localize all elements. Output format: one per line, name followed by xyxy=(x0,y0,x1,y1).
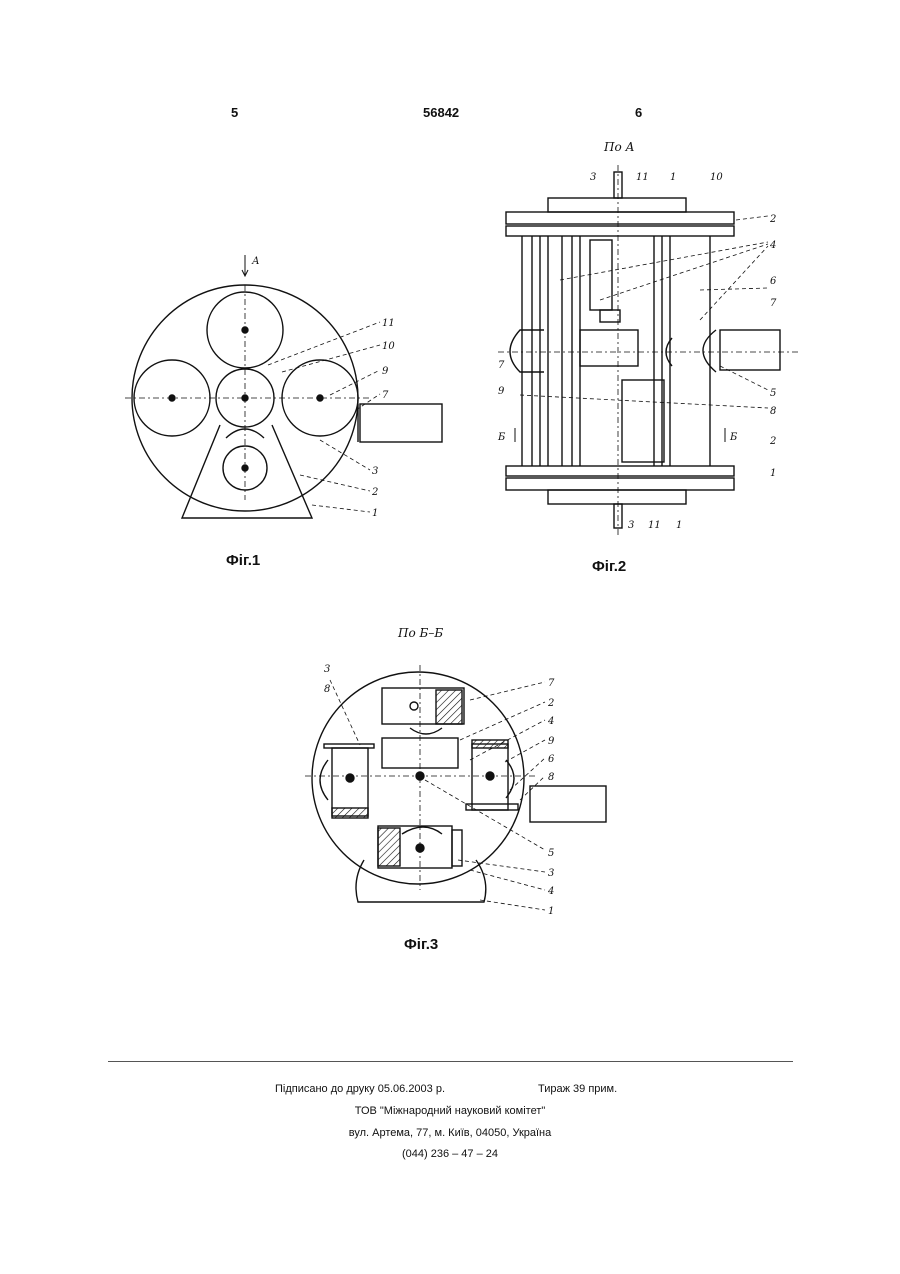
fig2-label: 3 xyxy=(590,172,596,183)
fig2-label: 10 xyxy=(710,172,723,183)
fig2-label: 11 xyxy=(636,172,649,183)
fig3-label: 9 xyxy=(548,736,555,747)
fig2-label: 6 xyxy=(770,276,777,287)
fig2-label: 7 xyxy=(498,360,505,371)
fig3-label: 4 xyxy=(547,886,554,897)
fig2-label: Б xyxy=(729,432,738,443)
fig2-label: 4 xyxy=(769,240,776,251)
fig3-view-label: По Б–Б xyxy=(398,626,443,640)
fig2-label: 7 xyxy=(770,298,777,309)
fig2-caption: Фіг.2 xyxy=(592,558,626,575)
fig2-label: 2 xyxy=(769,214,776,225)
figure-2-drawing xyxy=(498,165,800,535)
fig1-label: 11 xyxy=(382,318,395,329)
fig2-label: 8 xyxy=(770,406,776,417)
fig3-label: 7 xyxy=(548,678,555,689)
figure-1-drawing xyxy=(125,255,442,518)
fig1-label: 7 xyxy=(382,390,389,401)
fig3-label: 5 xyxy=(548,848,554,859)
fig2-view-label: По А xyxy=(604,140,635,154)
imprint-address: вул. Артема, 77, м. Київ, 04050, Україна xyxy=(0,1127,900,1139)
fig3-label: 1 xyxy=(548,906,554,917)
fig1-caption: Фіг.1 xyxy=(226,552,260,569)
fig3-label: 8 xyxy=(324,684,330,695)
imprint-signed: Підписано до друку 05.06.2003 р. xyxy=(275,1083,445,1095)
imprint-phone: (044) 236 – 47 – 24 xyxy=(0,1148,900,1160)
imprint-publisher: ТОВ "Міжнародний науковий комітет" xyxy=(0,1105,900,1117)
fig2-label: 1 xyxy=(670,172,676,183)
fig3-label: 3 xyxy=(548,868,554,879)
fig2-label: 2 xyxy=(769,436,776,447)
fig1-label: 10 xyxy=(382,341,395,352)
fig2-label: 1 xyxy=(770,468,776,479)
fig1-label: 9 xyxy=(382,366,389,377)
fig1-label: 1 xyxy=(372,508,378,519)
footer-divider xyxy=(108,1061,793,1062)
fig2-label: 5 xyxy=(770,388,776,399)
fig2-label: Б xyxy=(497,432,506,443)
fig1-label: 2 xyxy=(371,487,378,498)
fig2-label: 9 xyxy=(498,386,505,397)
fig2-label: 3 xyxy=(628,520,634,531)
fig1-view-label: А xyxy=(251,256,260,267)
fig3-label: 2 xyxy=(547,698,554,709)
fig2-label: 11 xyxy=(648,520,661,531)
fig2-label: 1 xyxy=(676,520,682,531)
fig3-label: 4 xyxy=(547,716,554,727)
fig3-label: 3 xyxy=(324,664,330,675)
imprint-print-run: Тираж 39 прим. xyxy=(538,1083,617,1095)
fig3-caption: Фіг.3 xyxy=(404,936,438,953)
figure-3-drawing xyxy=(305,665,606,910)
fig1-label: 3 xyxy=(372,466,378,477)
fig3-label: 6 xyxy=(548,754,555,765)
fig3-label: 8 xyxy=(548,772,554,783)
